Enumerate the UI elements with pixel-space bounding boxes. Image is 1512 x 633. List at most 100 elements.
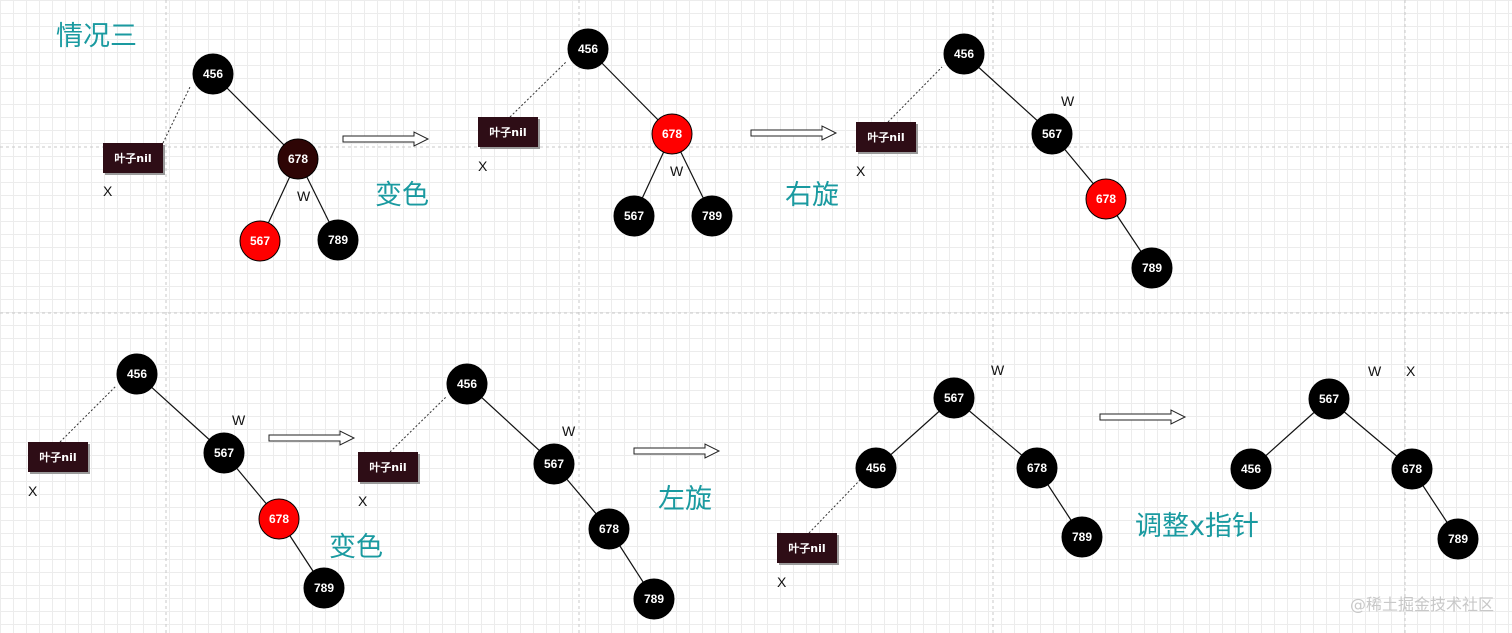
step-arrow <box>633 443 721 459</box>
tree-node-789 <box>1061 516 1103 558</box>
node-value: 789 <box>328 233 348 247</box>
tree-node-456 <box>192 53 234 95</box>
tree-node-678 <box>1016 447 1058 489</box>
tree-node-456 <box>116 353 158 395</box>
tree-node-567 <box>933 377 975 419</box>
node-value: 567 <box>944 391 964 405</box>
pointer-mark-x: X <box>1406 363 1416 379</box>
pointer-mark-w: W <box>991 362 1005 378</box>
nil-leaf-label: 叶子nil <box>114 151 151 165</box>
tree-node-678 <box>588 508 630 550</box>
step-arrow <box>1099 409 1187 425</box>
nil-link <box>509 61 567 118</box>
pointer-mark-w: W <box>670 163 684 179</box>
node-value: 567 <box>250 234 270 248</box>
node-value: 456 <box>866 461 886 475</box>
pointer-mark-w: W <box>232 412 246 428</box>
node-value: 789 <box>644 592 664 606</box>
tree-node-456 <box>446 363 488 405</box>
node-value: 456 <box>1241 462 1261 476</box>
pointer-mark-w: W <box>562 423 576 439</box>
nil-leaf-label: 叶子nil <box>489 125 526 139</box>
tree-node-789 <box>303 567 345 609</box>
pointer-mark-x: X <box>358 493 368 509</box>
node-value: 678 <box>288 152 308 166</box>
pointer-mark-x: X <box>856 163 866 179</box>
tree-node-567 <box>1031 113 1073 155</box>
nil-leaf <box>856 122 916 152</box>
nil-link <box>887 66 943 123</box>
nil-link <box>59 385 117 443</box>
node-value: 789 <box>1072 530 1092 544</box>
node-value: 678 <box>1027 461 1047 475</box>
node-value: 678 <box>1402 462 1422 476</box>
step-label: 左旋 <box>658 484 712 515</box>
step-label: 调整x指针 <box>1135 511 1259 542</box>
tree-node-567 <box>1308 378 1350 420</box>
nil-link <box>808 479 861 534</box>
tree-node-678 <box>277 138 319 180</box>
node-value: 456 <box>203 67 223 81</box>
node-value: 456 <box>457 377 477 391</box>
pointer-mark-w: W <box>1368 363 1382 379</box>
node-value: 456 <box>954 47 974 61</box>
tree-node-456 <box>567 28 609 70</box>
nil-leaf <box>103 143 163 173</box>
tree-node-456 <box>943 33 985 75</box>
tree-node-789 <box>317 219 359 261</box>
node-value: 789 <box>314 581 334 595</box>
pointer-mark-w: W <box>297 188 311 204</box>
pointer-mark-x: X <box>478 158 488 174</box>
pointer-mark-x: X <box>103 183 113 199</box>
node-value: 789 <box>702 209 722 223</box>
pointer-mark-x: X <box>28 483 38 499</box>
node-value: 678 <box>662 127 682 141</box>
step-arrow <box>268 430 356 446</box>
node-value: 678 <box>599 522 619 536</box>
step-label: 变色 <box>329 532 383 563</box>
nil-leaf-label: 叶子nil <box>867 130 904 144</box>
step-arrow <box>750 125 838 141</box>
node-value: 567 <box>1042 127 1062 141</box>
nil-leaf <box>478 117 538 147</box>
tree-node-456 <box>855 447 897 489</box>
tree-node-567 <box>613 195 655 237</box>
diagram-title: 情况三 <box>56 21 137 52</box>
tree-node-789 <box>633 578 675 620</box>
tree-node-678 <box>651 113 693 155</box>
tree-node-789 <box>1437 518 1479 560</box>
nil-leaf <box>28 442 88 472</box>
node-value: 456 <box>127 367 147 381</box>
step-label: 变色 <box>375 180 429 211</box>
node-value: 678 <box>1096 192 1116 206</box>
node-value: 567 <box>624 209 644 223</box>
nil-leaf-label: 叶子nil <box>369 460 406 474</box>
node-value: 567 <box>1319 392 1339 406</box>
tree-node-789 <box>1131 247 1173 289</box>
step-label: 右旋 <box>785 180 839 211</box>
nil-leaf <box>777 533 837 563</box>
watermark: @稀土掘金技术社区 <box>1350 595 1494 614</box>
nil-leaf-label: 叶子nil <box>39 450 76 464</box>
nil-leaf <box>358 452 418 482</box>
tree-node-678 <box>258 498 300 540</box>
nil-link <box>389 396 447 453</box>
tree-node-456 <box>1230 448 1272 490</box>
node-value: 678 <box>269 512 289 526</box>
tree-node-567 <box>239 220 281 262</box>
node-value: 567 <box>544 457 564 471</box>
tree-node-678 <box>1391 448 1433 490</box>
tree-node-678 <box>1085 178 1127 220</box>
pointer-mark-x: X <box>777 574 787 590</box>
nil-link <box>162 86 191 144</box>
node-value: 456 <box>578 42 598 56</box>
node-value: 789 <box>1142 261 1162 275</box>
tree-node-789 <box>691 195 733 237</box>
nil-leaf-label: 叶子nil <box>788 541 825 555</box>
